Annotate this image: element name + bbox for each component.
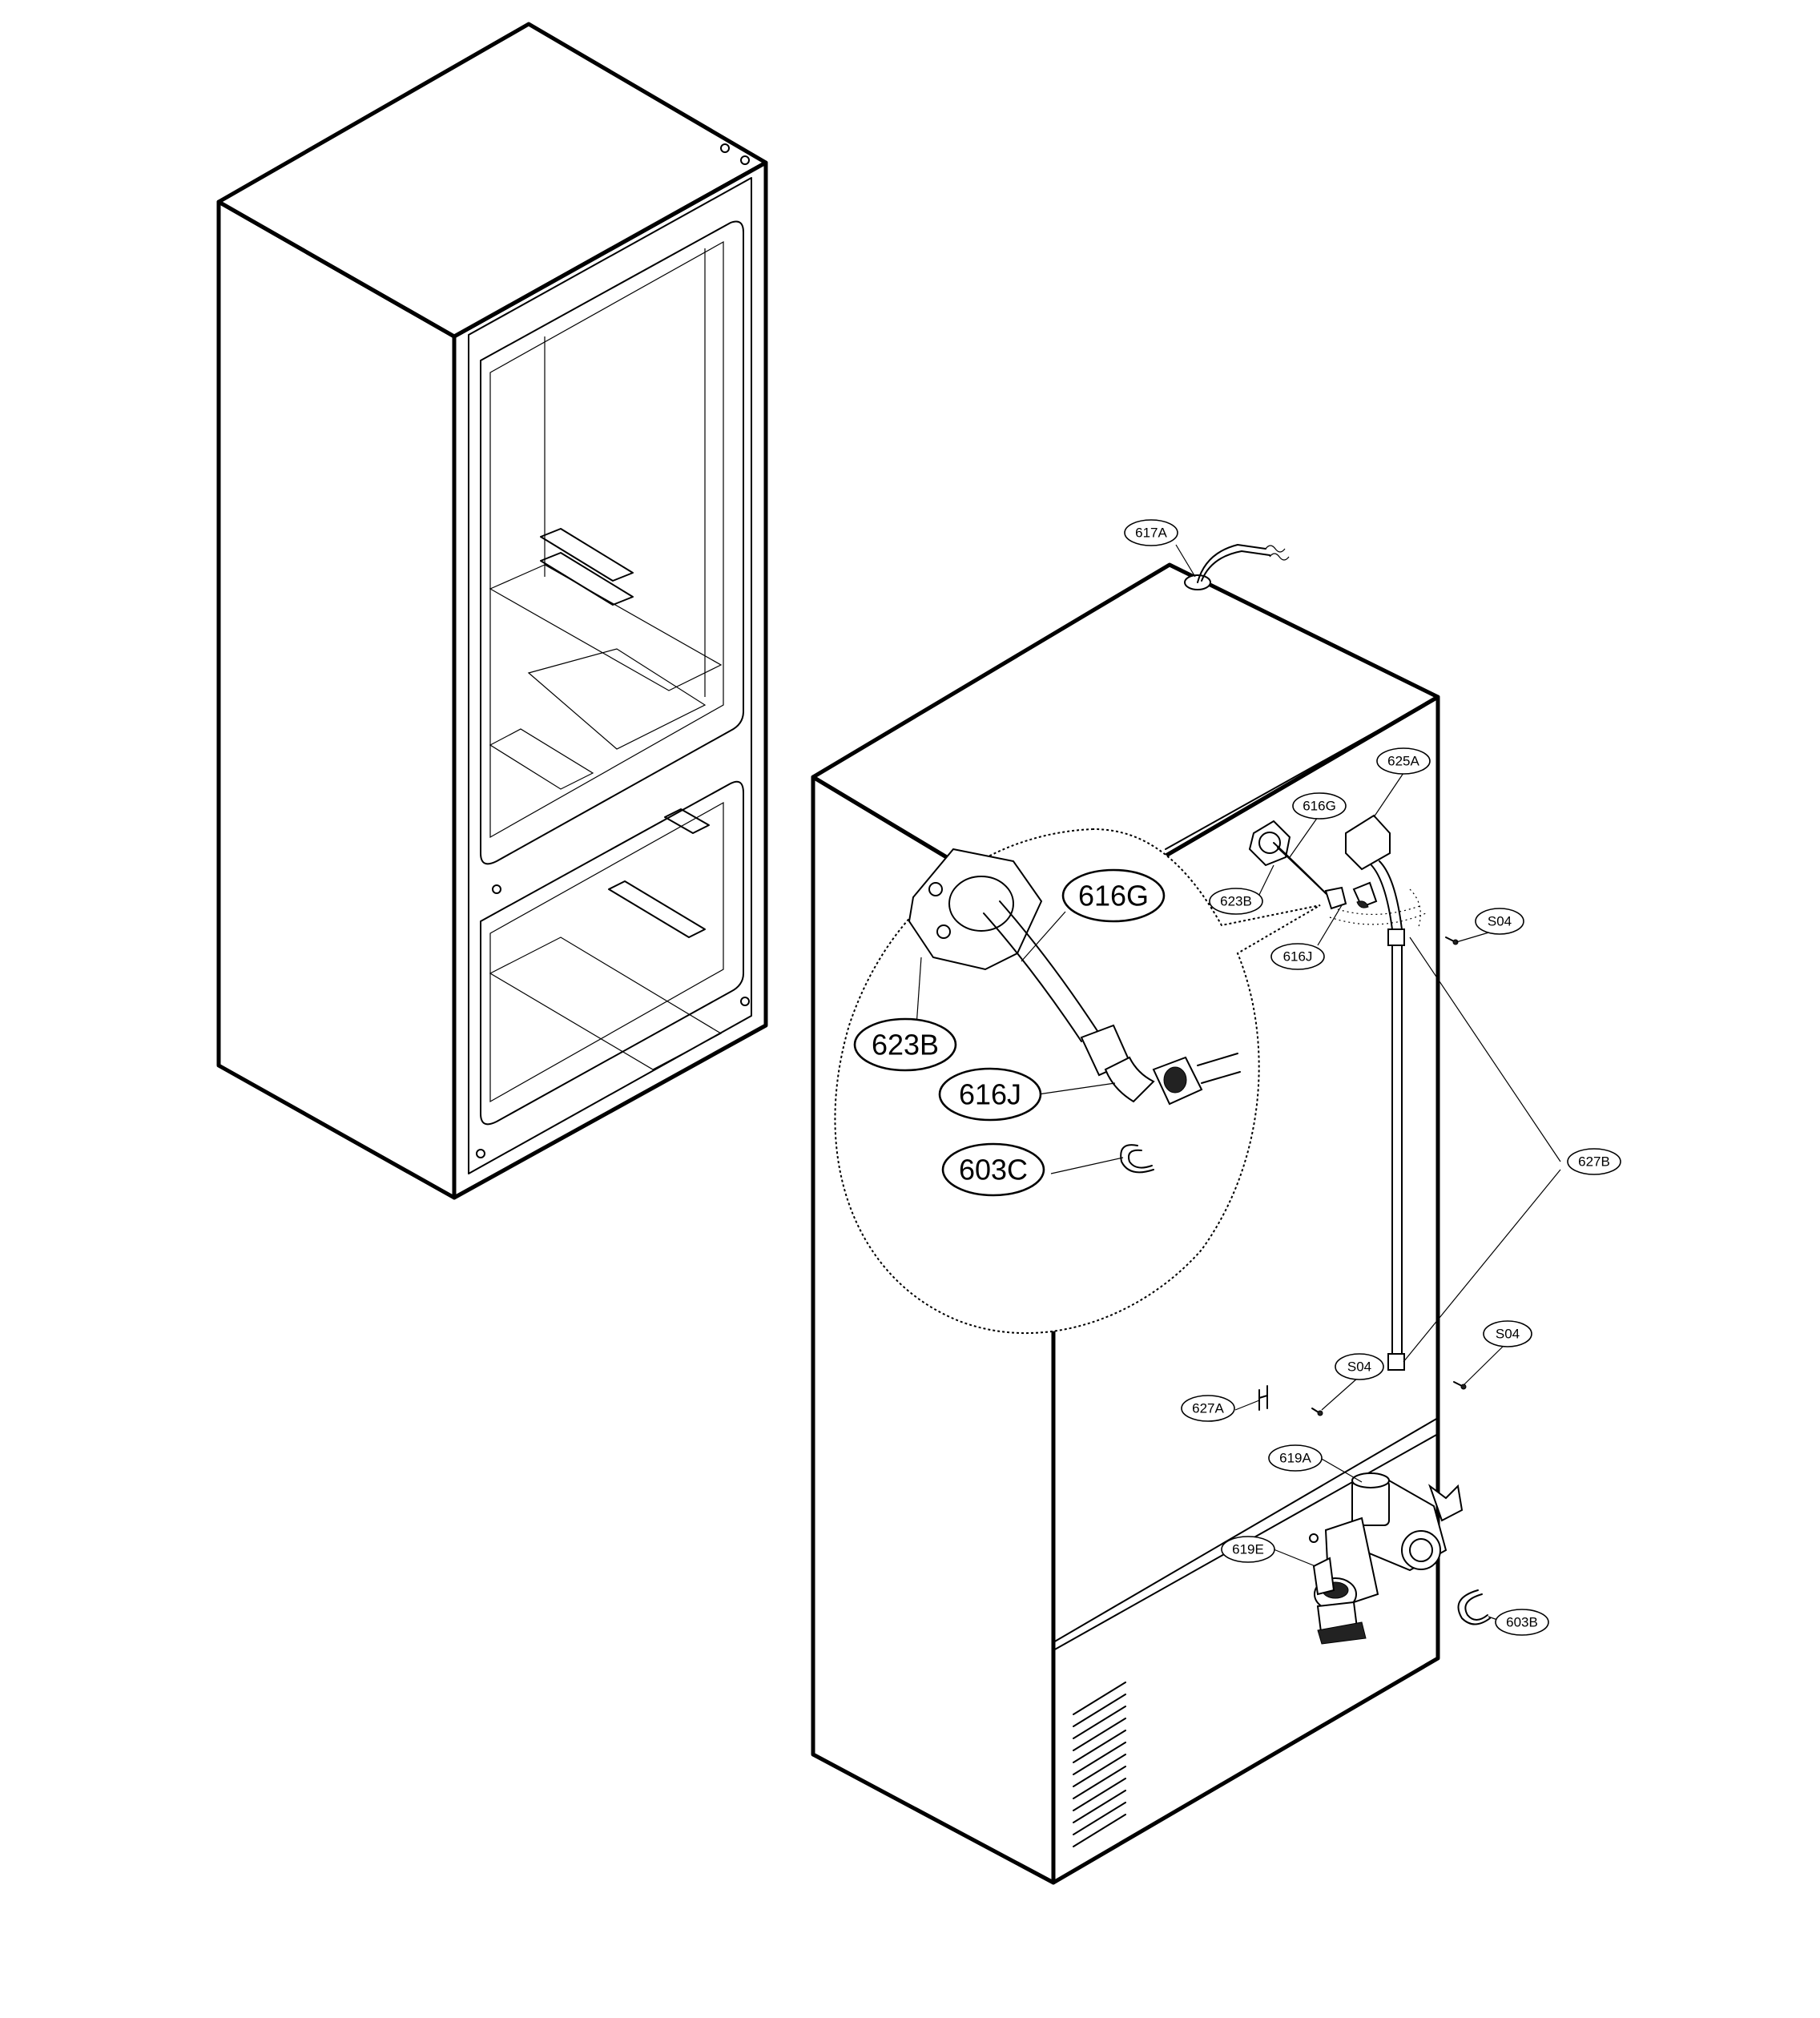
svg-text:S04: S04 [1488,914,1512,929]
svg-text:619E: 619E [1232,1542,1264,1557]
tube-clamp [1387,1353,1405,1371]
svg-text:616J: 616J [1283,949,1313,965]
ice-maker-connector [1345,814,1405,1371]
screw-hole [476,1149,485,1158]
clip-603b [1457,1589,1491,1625]
freezer-inner-back [489,801,724,1103]
svg-text:616G: 616G [1078,880,1149,912]
tube-clamp [1387,928,1405,946]
svg-text:617A: 617A [1135,526,1167,541]
callout-619a: 619A [1268,1444,1323,1472]
screw-s04 [1311,1408,1323,1416]
fresh-food-drawer-rail [664,808,710,834]
cord-break-mark [1265,545,1286,553]
screw-s04 [1453,1381,1467,1390]
callout-s04-mid: S04 [1335,1353,1384,1380]
back-cover-top-seam [1165,696,1439,850]
svg-text:616J: 616J [959,1078,1021,1111]
front-cabinet-top [216,22,768,339]
water-tube-bracket-upper [1248,820,1378,910]
callout-s04-right: S04 [1483,1320,1532,1347]
callout-603b: 603B [1495,1609,1549,1636]
screw-hole [720,143,730,153]
screw-s04 [1445,936,1459,945]
screw-hole [740,997,750,1006]
callout-616g: 616G [1292,792,1347,820]
power-cord-2 [1201,550,1270,582]
detail-callout-616g: 616G [1061,868,1166,923]
crisper-outline-2 [489,728,594,790]
freezer-drawer-rail [608,880,706,938]
cord-break-mark [1269,553,1290,561]
fresh-food-opening [480,220,744,865]
fresh-food-inner-back [489,240,724,839]
svg-text:623B: 623B [1220,894,1252,909]
water-valve-assembly [1309,1472,1464,1645]
detail-clip [1120,1144,1154,1174]
svg-text:603B: 603B [1506,1615,1538,1630]
screw-hole [492,884,501,894]
callout-627a: 627A [1181,1395,1235,1422]
svg-text:625A: 625A [1387,754,1419,769]
shelf-rail-upper [540,528,634,582]
freezer-opening [480,780,744,1126]
front-frame-rim [468,177,752,1174]
svg-text:627A: 627A [1192,1401,1224,1416]
front-cabinet-side [216,199,457,1200]
freezer-floor [489,936,723,1070]
svg-text:616G: 616G [1303,799,1336,814]
svg-text:603C: 603C [959,1154,1028,1186]
clamp-627a [1258,1385,1268,1411]
callout-s04-top: S04 [1475,908,1524,935]
detail-zoom [834,828,1321,1334]
detail-callout-603c: 603C [941,1142,1045,1197]
crisper-outline-1 [527,648,707,750]
vent-louvers [1073,1682,1126,1847]
screw-hole [740,155,750,165]
back-cover-lower-seam [1053,1417,1439,1643]
callout-625a: 625A [1376,747,1431,775]
callout-616j: 616J [1270,943,1325,970]
fitting-highlight [1329,888,1427,930]
valve-bracket [1427,1484,1464,1522]
rear-cabinet-back-panel [1051,695,1440,1885]
front-cabinet [216,22,768,1200]
detail-callout-623b: 623B [853,1017,957,1072]
detail-tube [983,912,1082,1042]
svg-text:S04: S04 [1347,1359,1371,1375]
detail-callout-616j: 616J [938,1067,1042,1122]
callout-617a: 617A [1124,519,1178,546]
svg-text:619A: 619A [1279,1451,1311,1466]
front-cabinet-face [452,160,768,1200]
svg-text:S04: S04 [1496,1327,1520,1342]
callout-623b: 623B [1209,888,1263,915]
callout-627b: 627B [1567,1148,1621,1175]
svg-text:623B: 623B [872,1029,939,1061]
leader-lines [914,544,1561,1623]
callout-619e: 619E [1221,1536,1275,1563]
fresh-food-floor [489,564,723,691]
power-cord [1197,544,1266,583]
svg-text:627B: 627B [1578,1154,1610,1170]
